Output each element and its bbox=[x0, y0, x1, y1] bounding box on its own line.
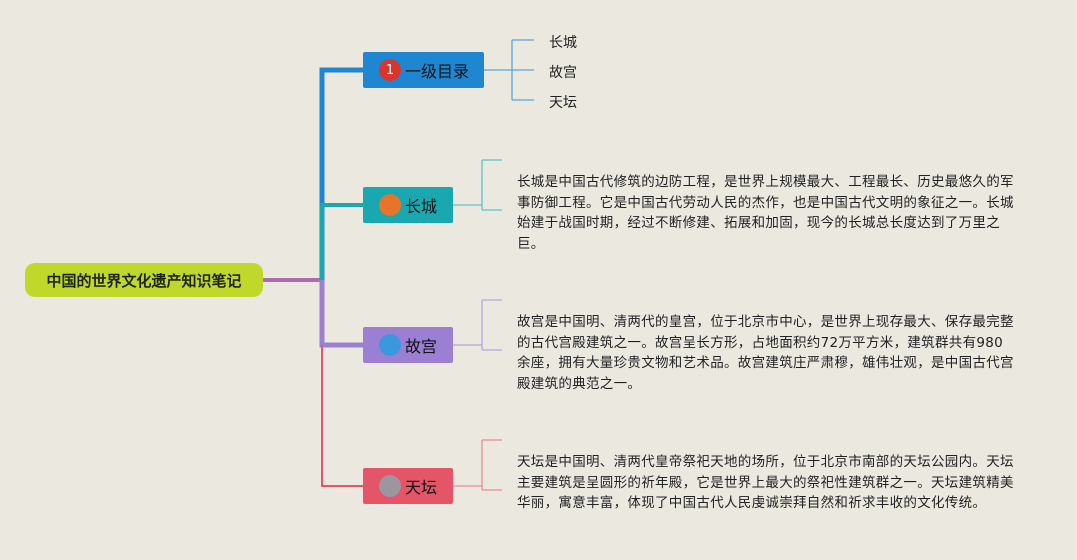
detail-forbidden-city[interactable]: 故宫是中国明、清两代的皇宫，位于北京市中心，是世界上现存最大、保存最完整的古代宫… bbox=[517, 314, 1014, 392]
branch-label-temple-of-heaven: 天坛 bbox=[405, 478, 438, 497]
root-topic[interactable]: 中国的世界文化遗产知识笔记 bbox=[25, 263, 263, 297]
toc-bracket bbox=[484, 39, 534, 101]
branch-label-forbidden-city: 故宫 bbox=[405, 337, 438, 356]
branch-forbidden-city[interactable]: 3 故宫 bbox=[363, 327, 453, 363]
number-badge-3: 3 bbox=[379, 334, 401, 356]
number-badge-4: 4 bbox=[379, 475, 401, 497]
branch-toc[interactable]: 1 一级目录 bbox=[363, 52, 484, 88]
detail-bracket-3 bbox=[453, 299, 502, 351]
detail-great-wall[interactable]: 长城是中国古代修筑的边防工程，是世界上规模最大、工程最长、历史最悠久的军事防御工… bbox=[517, 174, 1014, 252]
branch-label-great-wall: 长城 bbox=[405, 197, 438, 216]
branch-temple-of-heaven[interactable]: 4 天坛 bbox=[363, 468, 453, 504]
branch-label-toc: 一级目录 bbox=[405, 62, 470, 81]
branch-connector-4 bbox=[321, 345, 363, 487]
branch-great-wall[interactable]: 2 长城 bbox=[363, 187, 453, 223]
root-title: 中国的世界文化遗产知识笔记 bbox=[46, 271, 242, 290]
branch-connector-2 bbox=[320, 203, 363, 280]
toc-item-forbidden-city[interactable]: 故宫 bbox=[549, 65, 577, 81]
detail-bracket-2 bbox=[453, 159, 502, 211]
number-badge-1: 1 bbox=[379, 59, 401, 81]
number-badge-2: 2 bbox=[379, 194, 401, 216]
toc-item-great-wall[interactable]: 长城 bbox=[549, 35, 577, 51]
toc-item-temple-of-heaven[interactable]: 天坛 bbox=[549, 95, 577, 111]
detail-temple-of-heaven[interactable]: 天坛是中国明、清两代皇帝祭祀天地的场所，位于北京市南部的天坛公园内。天坛主要建筑… bbox=[517, 454, 1014, 511]
branch-connector-1 bbox=[319, 67, 363, 280]
branch-connector-3 bbox=[319, 280, 363, 348]
detail-bracket-4 bbox=[453, 439, 502, 491]
